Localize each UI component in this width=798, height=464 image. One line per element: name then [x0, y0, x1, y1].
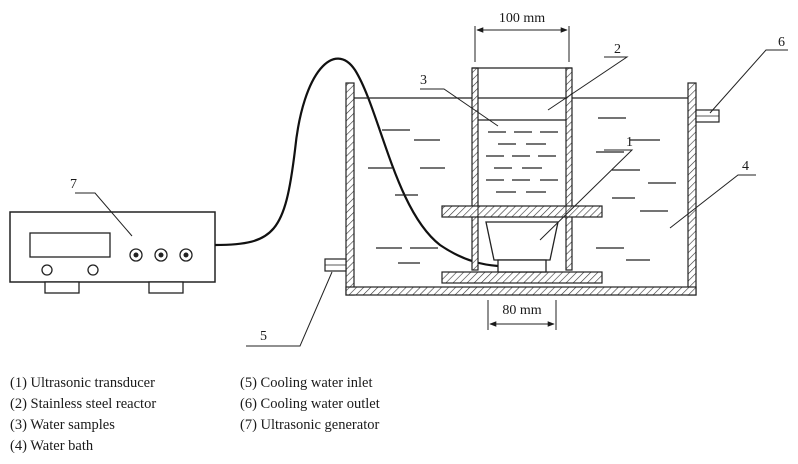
legend-item-4: (4) Water bath — [10, 438, 94, 454]
legend-item-5: (5) Cooling water inlet — [240, 375, 373, 391]
dimension-label-80mm: 80 mm — [502, 303, 541, 318]
dimension-100mm: 100 mm — [474, 8, 570, 62]
reactor-base-plate — [441, 271, 603, 284]
dimension-label-100mm: 100 mm — [499, 11, 545, 26]
callout-number-1: 1 — [626, 135, 633, 150]
legend-item-7: (7) Ultrasonic generator — [240, 417, 380, 433]
ultrasonic-generator — [9, 211, 216, 294]
legend-item-3: (3) Water samples — [10, 417, 115, 433]
legend-item-2: (2) Stainless steel reactor — [10, 396, 157, 412]
transducer-cable — [214, 57, 499, 268]
callout-number-7: 7 — [70, 177, 77, 192]
ultrasonic-transducer — [485, 221, 559, 273]
legend-column-right: (5) Cooling water inlet (6) Cooling wate… — [240, 373, 380, 436]
water-sample-marks — [486, 131, 558, 193]
legend-item-6: (6) Cooling water outlet — [240, 396, 380, 412]
generator-foot — [148, 281, 184, 294]
generator-button — [87, 264, 99, 276]
stainless-steel-reactor — [441, 67, 603, 284]
callout-number-4: 4 — [742, 159, 749, 174]
callout-number-2: 2 — [614, 42, 621, 57]
callout-leaders — [75, 49, 788, 347]
callout-number-5: 5 — [260, 329, 267, 344]
dimension-80mm: 80 mm — [487, 300, 557, 330]
callout-number-3: 3 — [420, 73, 427, 88]
legend-item-1: (1) Ultrasonic transducer — [10, 375, 155, 391]
generator-display — [29, 232, 111, 258]
generator-foot — [44, 281, 80, 294]
water-bath — [324, 82, 720, 296]
callout-number-6: 6 — [778, 35, 785, 50]
legend-column-left: (1) Ultrasonic transducer (2) Stainless … — [10, 373, 156, 457]
bath-water-marks — [368, 117, 676, 264]
generator-button — [41, 264, 53, 276]
reactor-flange — [441, 205, 603, 218]
